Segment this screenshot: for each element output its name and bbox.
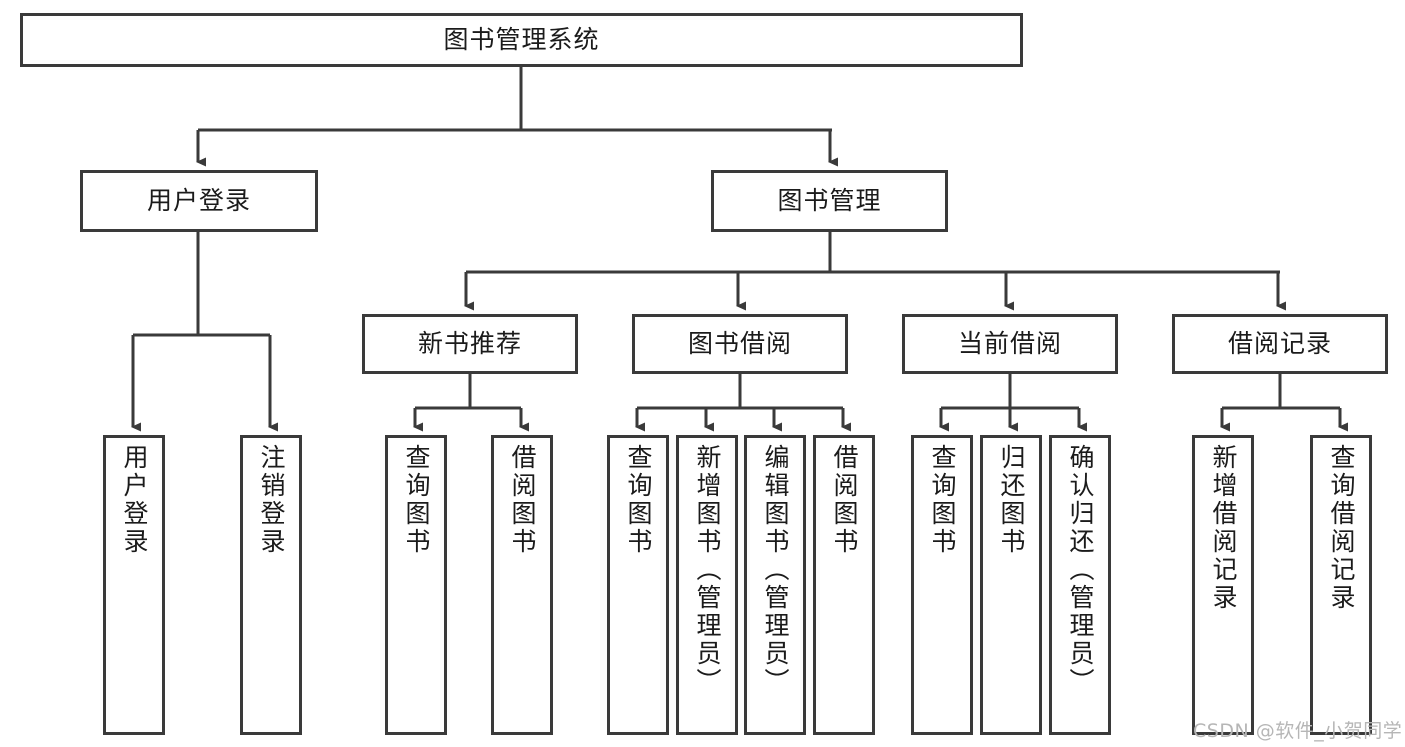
leaf-book-borrow-edit-book-admin[interactable]: 编辑图书（管理员） (744, 435, 806, 735)
leaf-user-login-login[interactable]: 用户登录 (103, 435, 165, 735)
leaf-book-borrow-add-book-admin[interactable]: 新增图书（管理员） (676, 435, 738, 735)
leaf-borrow-record-query-record[interactable]: 查询借阅记录 (1310, 435, 1372, 735)
leaf-new-book-query-book[interactable]: 查询图书 (385, 435, 447, 735)
leaf-new-book-borrow-book[interactable]: 借阅图书 (491, 435, 553, 735)
leaf-current-borrow-return-book[interactable]: 归还图书 (980, 435, 1042, 735)
node-root-library-system[interactable]: 图书管理系统 (20, 13, 1023, 67)
node-new-book-recommend[interactable]: 新书推荐 (362, 314, 578, 374)
node-borrow-record[interactable]: 借阅记录 (1172, 314, 1388, 374)
node-book-borrow[interactable]: 图书借阅 (632, 314, 848, 374)
node-user-login[interactable]: 用户登录 (80, 170, 318, 232)
node-book-management[interactable]: 图书管理 (711, 170, 948, 232)
leaf-user-login-logout[interactable]: 注销登录 (240, 435, 302, 735)
node-current-borrow[interactable]: 当前借阅 (902, 314, 1118, 374)
leaf-book-borrow-query-book[interactable]: 查询图书 (607, 435, 669, 735)
leaf-book-borrow-borrow-book[interactable]: 借阅图书 (813, 435, 875, 735)
leaf-current-borrow-query-book[interactable]: 查询图书 (911, 435, 973, 735)
leaf-current-borrow-confirm-return-admin[interactable]: 确认归还（管理员） (1049, 435, 1111, 735)
leaf-borrow-record-add-record[interactable]: 新增借阅记录 (1192, 435, 1254, 735)
